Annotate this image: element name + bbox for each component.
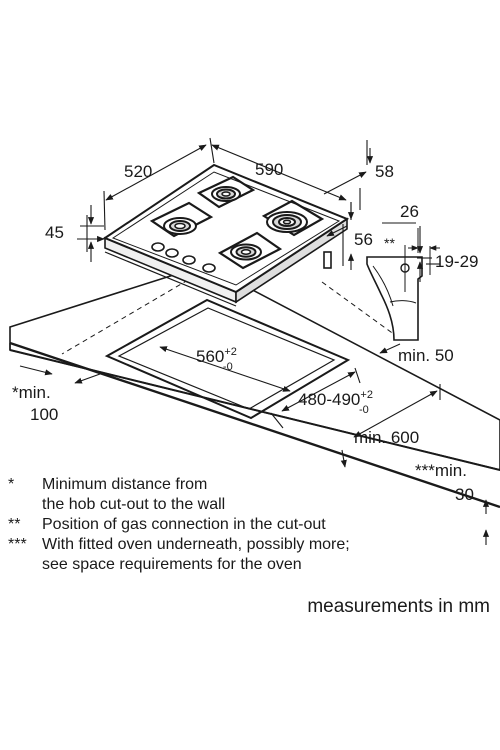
label-min-600: min. 600 <box>354 428 419 447</box>
gas-connection-pipe <box>323 251 332 269</box>
footnote-mark: *** <box>8 536 27 553</box>
burner-front-right <box>230 243 262 261</box>
dimension-labels: 520 590 58 45 56 26 ** 19-29 560+2-0 480… <box>12 160 478 504</box>
footnote-text: With fitted oven underneath, possibly mo… <box>42 536 350 553</box>
label-26: 26 <box>400 202 419 221</box>
label-depth-520: 520 <box>124 162 152 181</box>
footnote-text: Position of gas connection in the cut-ou… <box>42 516 326 533</box>
label-width-590: 590 <box>255 160 283 179</box>
dimension-lines <box>19 137 490 545</box>
label-min-30-line1: ***min. <box>415 461 467 480</box>
burner-wok-rear-right <box>266 211 308 233</box>
label-cutout-width: 560+2-0 <box>196 346 237 373</box>
burner-rear-left <box>211 186 241 202</box>
gas-connection-detail <box>366 228 440 341</box>
wall-reference-lines <box>61 279 396 355</box>
label-19-29: 19-29 <box>435 252 478 271</box>
label-56: 56 <box>354 230 373 249</box>
label-cutout-depth: 480-490+2-0 <box>298 389 373 416</box>
footnote-1: * Minimum distance from <box>8 475 498 495</box>
footnotes: * Minimum distance from the hob cut-out … <box>8 475 498 575</box>
label-double-star: ** <box>384 235 395 251</box>
label-min-100-line1: *min. <box>12 383 51 402</box>
footnote-mark: ** <box>8 516 21 533</box>
footnote-3: *** With fitted oven underneath, possibl… <box>8 535 498 555</box>
footnote-mark: * <box>8 476 15 493</box>
burner-front-left <box>163 217 197 235</box>
label-58: 58 <box>375 162 394 181</box>
label-min-30-line2: 30 <box>455 485 474 504</box>
label-45: 45 <box>45 223 64 242</box>
footnote-2: ** Position of gas connection in the cut… <box>8 515 498 535</box>
footnote-text: see space requirements for the oven <box>42 556 302 573</box>
footnote-text: Minimum distance from <box>42 476 208 493</box>
control-knobs <box>151 242 216 273</box>
label-min-50: min. 50 <box>398 346 454 365</box>
label-min-100-line2: 100 <box>30 405 58 424</box>
units-caption: measurements in mm <box>307 596 490 617</box>
footnote-text: the hob cut-out to the wall <box>42 496 226 513</box>
